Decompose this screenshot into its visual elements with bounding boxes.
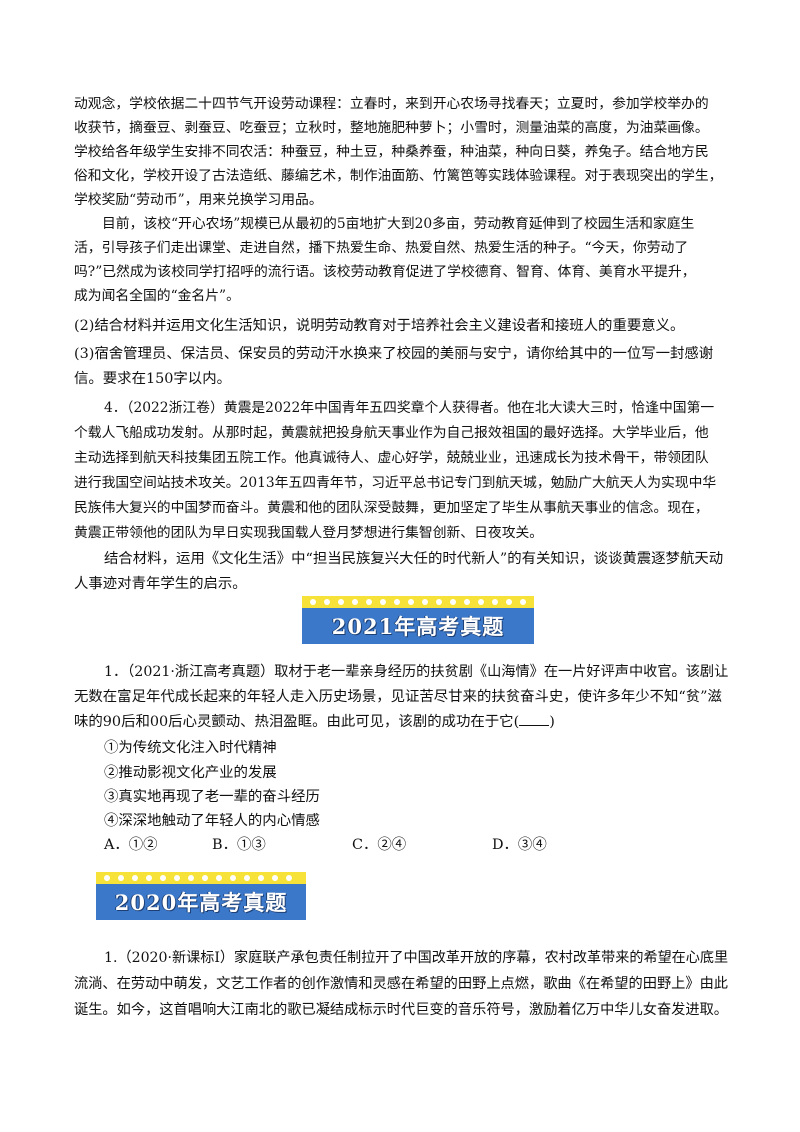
banner-dot bbox=[492, 599, 498, 605]
banner-dot bbox=[202, 875, 208, 881]
banner-dot bbox=[286, 875, 292, 881]
banner-dot bbox=[422, 599, 428, 605]
banner-dots bbox=[96, 872, 306, 884]
banner-dot bbox=[216, 875, 222, 881]
q4-line: 个载人飞船成功发射。从那时起，黄震就把投身航天事业作为自己报效祖国的最好选择。大… bbox=[74, 425, 709, 441]
banner-dots bbox=[302, 596, 534, 608]
q3-subquestion-3: 信。要求在150字以内。 bbox=[74, 371, 231, 387]
q4-line: 进行我国空间站技术攻关。2013年五四青年节，习近平总书记专门到航天城，勉励广大… bbox=[74, 475, 717, 491]
choice-c[interactable]: C．②④ bbox=[352, 837, 407, 853]
banner-dot bbox=[188, 875, 194, 881]
q3-subquestion-3: (3)宿舍管理员、保洁员、保安员的劳动汗水换来了校园的美丽与安宁，请你给其中的一… bbox=[74, 346, 714, 362]
banner-dot bbox=[160, 875, 166, 881]
banner-dot bbox=[506, 599, 512, 605]
banner-dot bbox=[244, 875, 250, 881]
banner-dot bbox=[450, 599, 456, 605]
banner-dot bbox=[366, 599, 372, 605]
q2021-option: ②推动影视文化产业的发展 bbox=[104, 765, 277, 781]
q2021-option: ①为传统文化注入时代精神 bbox=[104, 740, 277, 756]
banner-background bbox=[302, 608, 534, 644]
q3-subquestion-2: (2)结合材料并运用文化生活知识，说明劳动教育对于培养社会主义建设者和接班人的重… bbox=[74, 318, 685, 334]
q2021-option: ④深深地触动了年轻人的内心情感 bbox=[104, 813, 320, 829]
q4-line: 黄震正带领他的团队为早日实现我国载人登月梦想进行集智创新、日夜攻关。 bbox=[74, 525, 544, 541]
q2021-stem-close: ) bbox=[549, 714, 555, 730]
q2020-stem: 1.（2020·新课标Ⅰ）家庭联产承包责任制拉开了中国改革开放的序幕，农村改革带… bbox=[104, 950, 729, 966]
q4-ask: 结合材料，运用《文化生活》中“担当民族复兴大任的时代新人”的有关知识，谈谈黄震逐… bbox=[104, 551, 724, 567]
q3-material-line: 学校奖励“劳动币”，用来兑换学习用品。 bbox=[74, 192, 323, 208]
answer-blank[interactable] bbox=[519, 713, 550, 726]
banner-dot bbox=[520, 599, 526, 605]
banner-dot bbox=[104, 875, 110, 881]
banner-dot bbox=[272, 875, 278, 881]
banner-dot bbox=[132, 875, 138, 881]
banner-dot bbox=[380, 599, 386, 605]
q3-material-line: 动观念，学校依据二十四节气开设劳动课程：立春时，来到开心农场寻找春天；立夏时，参… bbox=[74, 96, 709, 112]
banner-2021-title: 2021年高考真题 bbox=[331, 614, 505, 639]
q3-material-line: 吗?”已然成为该校同学打招呼的流行语。该校劳动教育促进了学校德育、智育、体育、美… bbox=[74, 264, 696, 280]
q2021-stem: 1．（2021·浙江高考真题）取材于老一辈亲身经历的扶贫剧《山海情》在一片好评声… bbox=[104, 664, 729, 680]
banner-dot bbox=[310, 599, 316, 605]
q3-material-line: 目前，该校“开心农场”规模已从最初的5亩地扩大到20多亩，劳动教育延伸到了校园生… bbox=[102, 216, 695, 232]
q2021-stem: 无数在富足年代成长起来的年轻人走入历史场景，见证苦尽甘来的扶贫奋斗史，使许多年少… bbox=[74, 689, 722, 705]
banner-2021: 2021年高考真题 bbox=[302, 596, 534, 644]
q2021-option: ③真实地再现了老一辈的奋斗经历 bbox=[104, 789, 320, 805]
banner-dot bbox=[258, 875, 264, 881]
banner-dot bbox=[394, 599, 400, 605]
banner-dot bbox=[478, 599, 484, 605]
banner-dot bbox=[338, 599, 344, 605]
choice-a[interactable]: A．①② bbox=[104, 837, 158, 853]
banner-dot bbox=[230, 875, 236, 881]
banner-dot bbox=[436, 599, 442, 605]
q2021-stem: 味的90后和00后心灵颤动、热泪盈眶。由此可见，该剧的成功在于它() bbox=[74, 712, 555, 732]
q4-ask: 人事迹对青年学生的启示。 bbox=[74, 576, 247, 592]
banner-dot bbox=[118, 875, 124, 881]
banner-2020-title: 2020年高考真题 bbox=[114, 890, 288, 915]
banner-background bbox=[96, 884, 306, 920]
q4-line: 主动选择到航天科技集团五院工作。他真诚待人、虚心好学，兢兢业业，迅速成长为技术骨… bbox=[74, 450, 709, 466]
q4-line: 民族伟大复兴的中国梦而奋斗。黄震和他的团队深受鼓舞，更加坚定了毕生从事航天事业的… bbox=[74, 500, 709, 516]
q3-material-line: 成为闻名全国的“金名片”。 bbox=[74, 288, 240, 304]
q3-material-line: 收获节，摘蚕豆、剥蚕豆、吃蚕豆；立秋时，整地施肥种萝卜；小雪时，测量油菜的高度，… bbox=[74, 120, 709, 136]
q2021-stem-text: 味的90后和00后心灵颤动、热泪盈眶。由此可见，该剧的成功在于它( bbox=[74, 714, 520, 730]
banner-dot bbox=[464, 599, 470, 605]
q3-material-line: 俗和文化，学校开设了古法造纸、藤编艺术，制作油面筋、竹篱笆等实践体验课程。对于表… bbox=[74, 168, 723, 184]
q2020-stem: 流淌、在劳动中萌发，文艺工作者的创作激情和灵感在希望的田野上点燃，歌曲《在希望的… bbox=[74, 976, 729, 992]
q3-material-line: 学校给各年级学生安排不同农活：种蚕豆，种土豆，种桑养蚕，种油菜，种向日葵，养兔子… bbox=[74, 144, 709, 160]
banner-dot bbox=[174, 875, 180, 881]
q3-material-line: 活，引导孩子们走出课堂、走进自然，播下热爱生命、热爱自然、热爱生活的种子。“今天… bbox=[74, 240, 689, 256]
banner-dot bbox=[352, 599, 358, 605]
banner-2020: 2020年高考真题 bbox=[96, 872, 306, 920]
q2020-stem: 诞生。如今，这首唱响大江南北的歌已凝结成标示时代巨变的音乐符号，激励着亿万中华儿… bbox=[74, 1002, 729, 1018]
banner-dot bbox=[324, 599, 330, 605]
q4-line: 4．（2022浙江卷）黄震是2022年中国青年五四奖章个人获得者。他在北大读大三… bbox=[104, 400, 715, 416]
choice-b[interactable]: B．①③ bbox=[212, 837, 266, 853]
choice-d[interactable]: D．③④ bbox=[492, 837, 547, 853]
banner-dot bbox=[146, 875, 152, 881]
banner-dot bbox=[408, 599, 414, 605]
